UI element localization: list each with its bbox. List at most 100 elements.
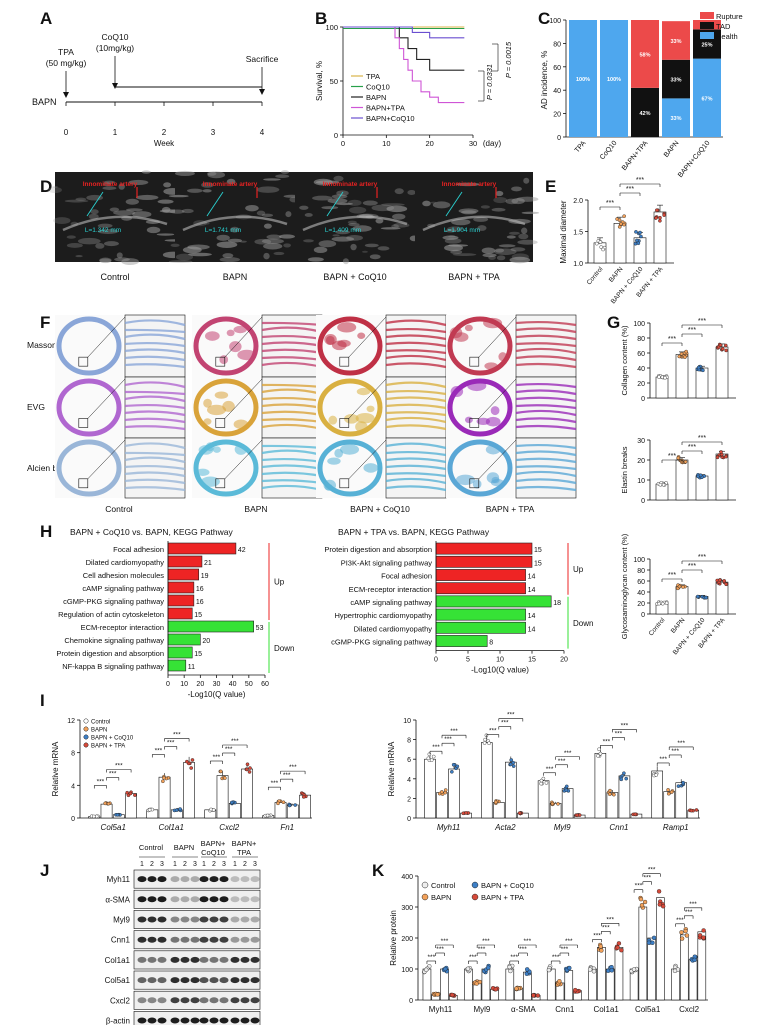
aortic-ring (56, 378, 122, 437)
significance-marker: *** (621, 722, 629, 729)
data-point (162, 776, 166, 780)
blot-band (137, 1017, 147, 1024)
significance-marker: *** (546, 766, 554, 773)
y-tick-label: 4 (407, 777, 411, 784)
blot-band (250, 997, 260, 1004)
data-point (651, 935, 657, 941)
y-axis-label: Elastin breaks (620, 446, 629, 493)
blot-strip (133, 889, 261, 909)
legend-marker (471, 881, 479, 889)
blot-band (170, 1017, 180, 1024)
kegg-term-label: cGMP-PKG signaling pathway (63, 597, 164, 606)
tissue-section (55, 315, 123, 377)
data-point (219, 769, 223, 774)
x-tick-label: 0 (166, 681, 170, 688)
kegg-term-label: cAMP signaling pathway (82, 584, 164, 593)
kegg-bar (435, 635, 488, 647)
blot-band (190, 876, 200, 883)
data-point (612, 792, 616, 797)
blot-band (219, 936, 229, 943)
ultrasound-speckle (386, 205, 408, 213)
diameter-measurement: L=1.342 mm (85, 227, 121, 234)
tissue-fiber (515, 404, 577, 410)
ultrasound-speckle (335, 202, 353, 206)
protein-bar (614, 946, 624, 1001)
data-point (624, 776, 629, 781)
ultrasound-speckle (494, 248, 505, 253)
y-tick-label: 0 (641, 396, 645, 403)
significance-marker: *** (519, 946, 527, 953)
data-point (94, 814, 99, 819)
lane-number: 2 (243, 861, 247, 868)
kegg-value-label: 15 (534, 547, 542, 554)
ultrasound-speckle (461, 210, 477, 215)
protein-label: Col1a1 (594, 1005, 620, 1014)
ultrasound-speckle (392, 213, 406, 220)
data-point (598, 751, 603, 756)
bar-value-label: 25% (701, 42, 712, 48)
aortic-ring (317, 316, 383, 376)
ultrasound-speckle (318, 240, 337, 248)
ultrasound-speckle (266, 234, 282, 240)
histology-column-label: BAPN + CoQ10 (350, 504, 410, 514)
ultrasound-speckle (275, 174, 290, 179)
ultrasound-speckle (496, 255, 506, 261)
data-point (679, 930, 684, 935)
ultrasound-speckle (161, 206, 171, 213)
data-point (483, 737, 487, 742)
data-point (482, 741, 487, 745)
ultrasound-speckle (430, 201, 437, 204)
y-tick-label: 100 (633, 557, 645, 564)
tissue-fiber (515, 457, 577, 464)
data-point (694, 808, 699, 812)
significance-marker: *** (469, 954, 477, 961)
kegg-term-label: PI3K-Akt signaling pathway (341, 558, 433, 567)
y-tick-label: 40 (637, 590, 645, 597)
ultrasound-speckle (444, 229, 457, 233)
data-point (656, 889, 662, 894)
ultrasound-speckle (391, 224, 399, 229)
data-point (567, 965, 572, 971)
blot-band (190, 997, 200, 1004)
tissue-fiber (515, 382, 577, 389)
data-point (619, 777, 624, 782)
zoom-connector (87, 378, 126, 419)
blot-group-label: Control (139, 843, 164, 852)
data-point (281, 800, 286, 805)
data-point (633, 241, 638, 246)
blot-band (230, 1017, 240, 1024)
blot-group-label: CoQ10 (201, 848, 225, 857)
data-point (427, 752, 432, 757)
blot-protein-label: α-SMA (105, 895, 130, 904)
vessel-wall (422, 215, 526, 232)
data-point (657, 601, 661, 606)
ultrasound-speckle (90, 209, 99, 215)
blot-band (209, 1017, 219, 1024)
x-tick-label: 15 (528, 657, 536, 664)
significance-marker: *** (115, 763, 123, 770)
significance-marker: *** (636, 177, 644, 184)
ultrasound-speckle (312, 195, 333, 201)
mrna-bar (675, 782, 687, 819)
zoom-connector (478, 378, 517, 419)
data-point (677, 584, 682, 589)
y-tick-label: 20 (637, 381, 645, 388)
data-point (507, 964, 512, 970)
panel-label-c: C (538, 9, 550, 28)
ultrasound-speckle (187, 244, 210, 250)
kegg-value-label: 8 (489, 640, 493, 647)
data-point (161, 779, 165, 784)
protein-bar (638, 906, 648, 1001)
lesion-area (485, 416, 501, 427)
y-axis-label: Maximal diameter (559, 200, 568, 263)
ultrasound-speckle (342, 258, 349, 265)
tissue-fiber (124, 381, 186, 389)
y-tick-label: 40 (637, 366, 645, 373)
data-point (704, 595, 708, 600)
ultrasound-speckle (216, 241, 238, 248)
blot-band (199, 977, 209, 984)
significance-marker: *** (671, 748, 679, 755)
